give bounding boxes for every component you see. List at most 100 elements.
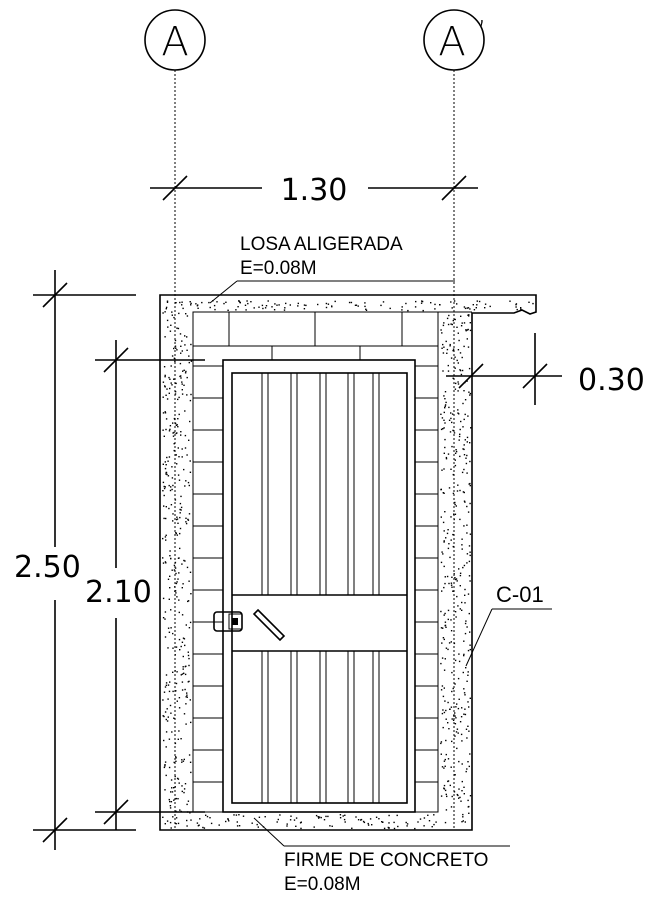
- concrete-speck: [457, 794, 459, 797]
- concrete-speck: [177, 522, 179, 524]
- concrete-speck: [177, 327, 180, 330]
- concrete-speck: [177, 398, 179, 401]
- concrete-speck: [163, 766, 166, 769]
- concrete-speck: [467, 649, 470, 652]
- concrete-speck: [447, 529, 449, 531]
- concrete-speck: [456, 303, 458, 305]
- concrete-speck: [186, 696, 188, 698]
- concrete-speck: [163, 485, 165, 488]
- concrete-speck: [443, 760, 446, 762]
- concrete-speck: [452, 377, 454, 379]
- concrete-speck: [475, 307, 477, 309]
- concrete-speck: [380, 304, 382, 307]
- concrete-speck: [236, 825, 239, 827]
- concrete-speck: [469, 554, 471, 557]
- concrete-speck: [428, 820, 431, 822]
- concrete-speck: [169, 330, 172, 332]
- concrete-speck: [468, 765, 470, 768]
- concrete-speck: [180, 738, 182, 740]
- concrete-speck: [166, 708, 168, 710]
- concrete-speck: [462, 448, 464, 450]
- concrete-speck: [265, 305, 268, 307]
- concrete-speck: [172, 520, 174, 522]
- concrete-speck: [456, 747, 458, 750]
- concrete-speck: [476, 304, 478, 306]
- concrete-speck: [357, 819, 360, 821]
- concrete-speck: [457, 383, 460, 385]
- concrete-speck: [396, 814, 398, 817]
- concrete-speck: [202, 826, 204, 829]
- concrete-speck: [446, 575, 449, 578]
- concrete-speck: [183, 788, 186, 790]
- concrete-speck: [186, 336, 188, 338]
- concrete-speck: [183, 791, 185, 794]
- concrete-speck: [162, 312, 164, 314]
- concrete-speck: [451, 740, 453, 743]
- concrete-speck: [187, 519, 190, 521]
- concrete-speck: [279, 814, 281, 816]
- concrete-speck: [459, 721, 462, 723]
- concrete-speck: [367, 822, 369, 825]
- concrete-speck: [162, 463, 164, 465]
- concrete-speck: [173, 787, 175, 789]
- concrete-speck: [331, 306, 333, 308]
- concrete-speck: [469, 697, 471, 699]
- concrete-speck: [443, 586, 445, 589]
- concrete-speck: [442, 343, 444, 346]
- concrete-speck: [463, 444, 465, 446]
- concrete-speck: [453, 573, 455, 575]
- concrete-speck: [465, 330, 467, 332]
- concrete-speck: [188, 355, 190, 357]
- concrete-speck: [371, 824, 373, 826]
- concrete-speck: [450, 806, 453, 808]
- concrete-speck: [166, 398, 169, 400]
- concrete-speck: [454, 356, 456, 358]
- concrete-speck: [365, 308, 367, 310]
- concrete-speck: [360, 819, 362, 821]
- concrete-speck: [440, 627, 443, 629]
- concrete-speck: [233, 814, 235, 816]
- concrete-speck: [168, 456, 171, 458]
- concrete-speck: [197, 304, 199, 306]
- concrete-speck: [162, 597, 165, 600]
- concrete-speck: [453, 642, 456, 645]
- concrete-speck: [186, 692, 188, 694]
- concrete-speck: [464, 307, 467, 310]
- concrete-speck: [183, 638, 186, 640]
- concrete-speck: [170, 609, 172, 611]
- concrete-speck: [459, 796, 461, 799]
- concrete-speck: [180, 377, 182, 379]
- concrete-speck: [450, 539, 452, 541]
- concrete-speck: [461, 538, 463, 540]
- concrete-speck: [468, 314, 470, 316]
- concrete-speck: [169, 425, 172, 427]
- concrete-speck: [227, 309, 229, 311]
- concrete-speck: [444, 658, 446, 660]
- concrete-speck: [448, 543, 450, 545]
- concrete-speck: [237, 306, 239, 308]
- concrete-speck: [163, 517, 165, 520]
- concrete-speck: [465, 462, 468, 465]
- concrete-speck: [181, 785, 183, 787]
- concrete-speck: [449, 708, 451, 710]
- concrete-speck: [190, 593, 192, 595]
- concrete-speck: [339, 814, 342, 816]
- concrete-speck: [458, 797, 460, 799]
- concrete-speck: [246, 300, 248, 302]
- concrete-speck: [177, 557, 180, 559]
- concrete-speck: [173, 431, 175, 434]
- concrete-speck: [427, 814, 429, 816]
- concrete-speck: [459, 608, 461, 610]
- concrete-speck: [401, 309, 403, 311]
- concrete-speck: [325, 302, 328, 305]
- concrete-speck: [451, 323, 453, 326]
- concrete-speck: [168, 376, 170, 379]
- concrete-speck: [172, 690, 174, 693]
- concrete-speck: [177, 798, 179, 800]
- concrete-speck: [448, 419, 451, 421]
- concrete-speck: [441, 685, 444, 687]
- concrete-speck: [175, 347, 177, 349]
- concrete-speck: [300, 821, 302, 823]
- concrete-speck: [274, 303, 276, 305]
- concrete-speck: [443, 565, 445, 568]
